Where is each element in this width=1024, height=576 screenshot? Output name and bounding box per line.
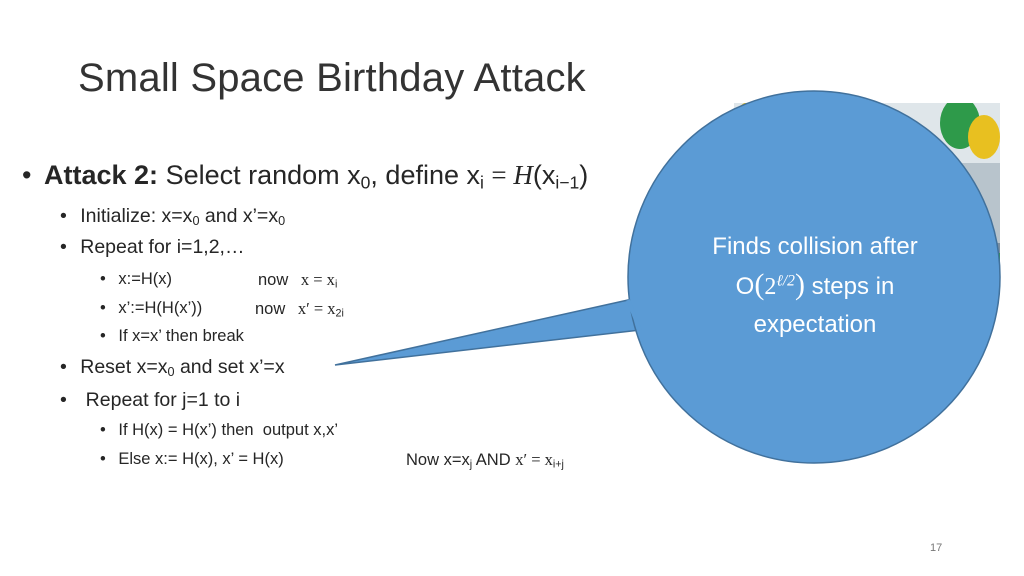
attack-eq: = [491, 160, 514, 190]
step-e-now: Now x=xj AND x′ = xi+j [406, 450, 564, 470]
reset-sub: 0 [167, 365, 175, 380]
init-text: Initialize: x=x [80, 205, 193, 227]
attack-sub-i: i [480, 172, 484, 193]
attack-paren-open: (x [532, 160, 556, 190]
callout-line-2-rest: steps in [804, 273, 895, 300]
slide-title: Small Space Birthday Attack [78, 56, 586, 100]
step-b-code: x’:=H(H(x’)) [118, 299, 203, 317]
callout-join [626, 299, 642, 331]
step-a-now-word: now [258, 271, 289, 289]
bullet-dot: • [60, 236, 67, 258]
step-e-code: Else x:= H(x), x’ = H(x) [118, 450, 284, 468]
callout-text: Finds collision after O(2ℓ/2) steps in e… [676, 228, 954, 344]
reset-text-2: and set x’=x [174, 356, 285, 378]
step-a-eq: = x [309, 270, 335, 289]
bullet-dot: • [100, 450, 106, 468]
step-a-code: x:=H(x) [118, 270, 172, 288]
step-b-eq: = x [309, 299, 336, 318]
step-e-now-word: Now x=x [406, 451, 470, 469]
callout-line-1: Finds collision after [712, 233, 918, 260]
page-number: 17 [930, 542, 943, 554]
callout-circle [627, 90, 1001, 464]
callout-lp: ( [754, 268, 765, 301]
attack-sub-im1: i−1 [555, 172, 580, 193]
attack-bold-label: Attack 2: [44, 160, 159, 190]
bullet-dot: • [60, 205, 67, 227]
step-b-var: x′ [297, 299, 310, 318]
step-e-sub-j: j [469, 458, 473, 471]
init-sub: 0 [192, 214, 200, 229]
attack-bullet-line: • Attack 2: [22, 160, 150, 191]
init-text-2: and x’=x [199, 205, 279, 227]
step-d-line: • If H(x) = H(x’) then output x,x’ [100, 421, 338, 440]
step-e-var: x′ [515, 450, 528, 469]
callout-o: O [735, 273, 755, 300]
step-a-sub: i [334, 278, 338, 291]
repeat1-line: • Repeat for i=1,2,… [60, 236, 244, 259]
callout-line-3: expectation [753, 311, 877, 338]
step-b-line: • x’:=H(H(x’)) [100, 299, 202, 318]
step-e-and: AND [472, 451, 516, 469]
bullet-dot: • [60, 389, 67, 411]
callout-rp: ) [794, 268, 805, 301]
repeat1-text: Repeat for i=1,2,… [80, 236, 245, 258]
bullet-dot: • [22, 160, 32, 190]
step-c-line: • If x=x’ then break [100, 327, 244, 346]
bullet-dot: • [100, 270, 106, 288]
step-a-var: x [300, 270, 310, 289]
bullet-dot: • [100, 421, 106, 439]
init-line: • Initialize: x=x0 and x’=x0 [60, 205, 285, 228]
reset-text: Reset x=x [80, 356, 168, 378]
step-c-code: If x=x’ then break [118, 327, 244, 345]
bullet-dot: • [60, 356, 67, 378]
repeat2-text: Repeat for j=1 to i [80, 389, 241, 411]
bullet-dot: • [100, 327, 106, 345]
callout-base: 2 [764, 274, 777, 300]
step-d-code: If H(x) = H(x’) then output x,x’ [118, 421, 338, 439]
attack-text: Attack 2: Select random x0, define xi = … [44, 160, 588, 191]
step-b-now: now x′ = x2i [255, 299, 344, 319]
init-sub-2: 0 [278, 214, 286, 229]
callout-exp: ℓ/2 [776, 272, 795, 290]
attack-sub-0: 0 [360, 172, 371, 193]
attack-desc-2: , define x [370, 160, 480, 190]
bullet-dot: • [100, 299, 106, 317]
attack-paren-close: ) [579, 160, 589, 190]
step-a-now: now x = xi [258, 270, 337, 290]
step-a-line: • x:=H(x) [100, 270, 172, 289]
step-b-now-word: now [255, 300, 286, 318]
step-e-sub-ij: i+j [552, 458, 564, 471]
attack-func: H [513, 160, 533, 190]
reset-line: • Reset x=x0 and set x’=x [60, 356, 285, 379]
step-b-sub: 2i [335, 307, 344, 320]
callout-line-2: O(2ℓ/2) steps in [676, 266, 954, 306]
repeat2-line: • Repeat for j=1 to i [60, 389, 240, 412]
attack-desc: Select random x [165, 160, 361, 190]
step-e-line: • Else x:= H(x), x’ = H(x) [100, 450, 284, 469]
callout-pointer [334, 299, 642, 366]
step-e-eq: = x [527, 450, 553, 469]
